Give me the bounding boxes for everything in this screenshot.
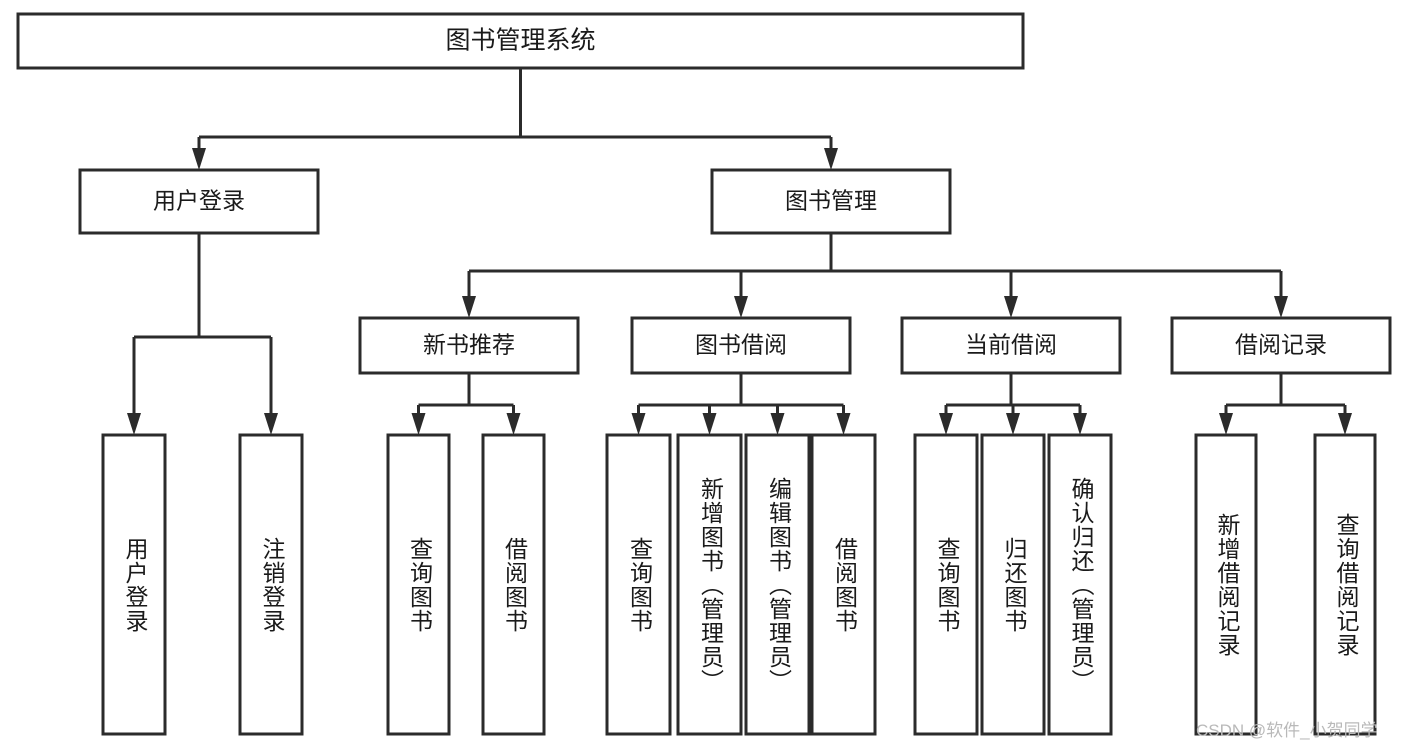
node-borrow-records[interactable]: 借阅记录 <box>1170 316 1392 375</box>
arrow-head-icon <box>506 413 521 435</box>
connector-edges-layer <box>127 68 1352 435</box>
node-add-borrow-record[interactable] <box>1194 433 1258 736</box>
arrow-head-icon <box>1338 413 1352 435</box>
node-edit-book-admin[interactable] <box>744 433 811 736</box>
connector-borrow-records-to-children <box>1219 373 1352 435</box>
arrow-head-icon <box>770 413 785 435</box>
arrow-head-icon <box>939 413 953 435</box>
connector-root-to-level2 <box>192 68 838 170</box>
node-box-user-login-do[interactable] <box>101 433 167 736</box>
node-label-root: 图书管理系统 <box>445 27 595 55</box>
arrow-head-icon <box>411 413 426 435</box>
node-label-current-borrow: 当前借阅 <box>965 332 1057 358</box>
node-query-borrow-record[interactable] <box>1313 433 1377 736</box>
node-query-book-3[interactable] <box>913 433 979 736</box>
node-box-edit-book-admin[interactable] <box>744 433 811 736</box>
node-box-confirm-return-admin[interactable] <box>1047 433 1113 736</box>
connector-new-book-recommend-to-children <box>411 373 521 435</box>
arrow-head-icon <box>462 296 476 318</box>
connector-book-borrow-to-children <box>631 373 851 435</box>
node-label-borrow-records: 借阅记录 <box>1235 332 1327 358</box>
node-borrow-book-2[interactable] <box>810 433 877 736</box>
node-label-new-book-recommend: 新书推荐 <box>423 332 515 358</box>
node-add-book-admin[interactable] <box>676 433 743 736</box>
node-query-book-1[interactable] <box>386 433 451 736</box>
node-label-user-login: 用户登录 <box>153 188 245 214</box>
arrow-head-icon <box>1006 413 1020 435</box>
node-box-borrow-records[interactable] <box>1170 316 1392 375</box>
node-box-user-logout[interactable] <box>238 433 304 736</box>
node-new-book-recommend[interactable]: 新书推荐 <box>358 316 580 375</box>
node-box-book-borrow[interactable] <box>630 316 852 375</box>
arrow-head-icon <box>1073 413 1087 435</box>
node-book-management[interactable]: 图书管理 <box>710 168 952 235</box>
node-box-add-borrow-record[interactable] <box>1194 433 1258 736</box>
arrow-head-icon <box>836 413 851 435</box>
node-box-current-borrow[interactable] <box>900 316 1122 375</box>
node-box-add-book-admin[interactable] <box>676 433 743 736</box>
arrow-head-icon <box>734 296 748 318</box>
node-label-book-borrow: 图书借阅 <box>695 332 787 358</box>
node-borrow-book-1[interactable] <box>481 433 546 736</box>
node-box-book-management[interactable] <box>710 168 952 235</box>
node-box-new-book-recommend[interactable] <box>358 316 580 375</box>
connector-user-login-to-children <box>127 233 278 435</box>
node-book-borrow[interactable]: 图书借阅 <box>630 316 852 375</box>
node-box-query-book-2[interactable] <box>605 433 672 736</box>
arrow-head-icon <box>264 413 278 435</box>
arrow-head-icon <box>127 413 141 435</box>
node-box-borrow-book-2[interactable] <box>810 433 877 736</box>
node-label-book-management: 图书管理 <box>785 188 877 214</box>
node-box-borrow-book-1[interactable] <box>481 433 546 736</box>
node-current-borrow[interactable]: 当前借阅 <box>900 316 1122 375</box>
node-box-return-book[interactable] <box>980 433 1046 736</box>
node-box-query-book-3[interactable] <box>913 433 979 736</box>
arrow-head-icon <box>631 413 646 435</box>
node-confirm-return-admin[interactable] <box>1047 433 1113 736</box>
node-box-query-borrow-record[interactable] <box>1313 433 1377 736</box>
node-box-user-login[interactable] <box>78 168 320 235</box>
node-box-root[interactable] <box>16 12 1025 70</box>
arrow-head-icon <box>1274 296 1288 318</box>
node-user-logout[interactable] <box>238 433 304 736</box>
arrow-head-icon <box>1219 413 1233 435</box>
connector-book-management-to-level3 <box>462 233 1288 318</box>
arrow-head-icon <box>824 148 838 170</box>
arrow-head-icon <box>192 148 206 170</box>
node-query-book-2[interactable] <box>605 433 672 736</box>
arrow-head-icon <box>702 413 717 435</box>
node-root[interactable]: 图书管理系统 <box>16 12 1025 70</box>
node-user-login-do[interactable] <box>101 433 167 736</box>
connector-current-borrow-to-children <box>939 373 1087 435</box>
node-user-login[interactable]: 用户登录 <box>78 168 320 235</box>
arrow-head-icon <box>1004 296 1018 318</box>
node-return-book[interactable] <box>980 433 1046 736</box>
node-box-query-book-1[interactable] <box>386 433 451 736</box>
